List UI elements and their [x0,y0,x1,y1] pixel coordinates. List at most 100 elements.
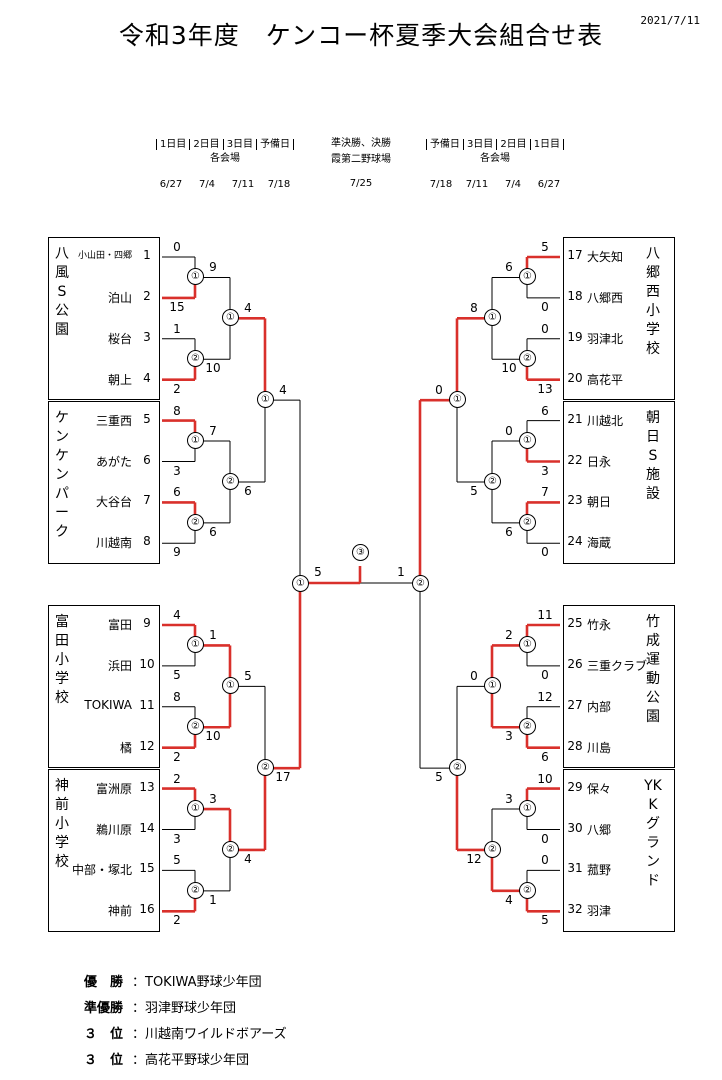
result-label: 準優勝 [84,1001,124,1016]
team-name: 川越北 [587,413,624,428]
score-label: 8 [470,301,478,316]
score-label: 0 [541,853,549,868]
seed-number: 32 [567,902,583,917]
team-name: 泊山 [107,290,132,305]
venue-name: 神前小学校 [55,777,69,870]
seed-number: 25 [567,616,583,630]
result-value: ：TOKIWA野球少年団 [132,975,262,990]
match-number-badge: ① [257,391,274,409]
final-venue-name: 霞第二野球場 [331,154,391,165]
team-name: 三重西 [95,413,132,428]
score-label: 3 [173,831,181,846]
result-value: ：川越南ワイルドボアーズ [132,1027,287,1042]
page-title: 令和3年度 ケンコー杯夏季大会組合せ表 [118,21,604,50]
date-value: 7/4 [504,179,522,190]
score-label: 0 [435,383,443,398]
score-label: 12 [537,689,553,704]
score-label: 10 [501,361,517,376]
score-label: 2 [505,628,513,643]
seed-number: 6 [143,452,151,467]
seed-number: 23 [567,493,583,508]
score-label: 5 [173,853,181,868]
score-label: 10 [537,771,553,786]
team-name: 内部 [587,699,612,714]
seed-number: 9 [143,616,151,630]
team-name: 朝日 [587,495,612,510]
venue-name: 富田小学校 [55,614,69,706]
venue-block [563,237,675,400]
result-value: ：羽津野球少年団 [132,1001,237,1016]
final-badge: ③ [352,544,369,561]
score-label: 5 [541,913,549,928]
score-label: 12 [466,851,482,866]
seed-number: 4 [143,370,151,385]
team-name: 海蔵 [587,536,612,551]
date-value: 7/18 [429,179,453,190]
score-label: 5 [541,240,549,254]
seed-number: 20 [567,370,583,385]
match-number-badge: ② [484,472,501,490]
match-number-badge: ② [222,472,239,490]
score-label: 17 [275,770,291,785]
seed-number: 17 [567,248,583,262]
match-number-badge: ① [187,268,204,286]
score-label: 0 [541,667,549,682]
match-number-badge: ① [187,432,204,450]
result-row: 準優勝 ：羽津野球少年団 [84,996,287,1022]
team-name: 桜台 [107,331,132,346]
result-row: 優 勝：TOKIWA野球少年団 [84,970,287,996]
team-name: 浜田 [107,658,132,673]
team-name: TOKIWA [84,697,132,712]
team-name: 鵜川原 [95,822,132,837]
score-label: 6 [244,483,252,498]
score-label: 0 [541,299,549,314]
date-label: 2021/7/11 [640,14,700,27]
seed-number: 22 [567,452,583,467]
match-number-badge: ② [519,718,536,736]
team-name: 高花平 [587,372,624,387]
score-label: 5 [435,770,443,785]
venue-note: 各会場 [480,153,510,164]
score-label: 3 [505,729,513,744]
team-name: 八郷 [587,822,612,837]
results-list: 優 勝：TOKIWA野球少年団 準優勝 ：羽津野球少年団 ３ 位 ：川越南ワイルドボ… [84,970,287,1074]
score-label: 6 [505,260,513,275]
date-value: 6/27 [537,179,561,190]
score-label: 1 [209,892,217,907]
score-label: 1 [397,565,405,579]
score-label: 0 [505,424,513,439]
venue-block [48,400,160,564]
result-label: ３ 位 [84,1053,124,1068]
match-number-badge: ② [187,718,204,736]
seed-number: 2 [143,288,151,303]
match-number-badge: ① [449,391,466,409]
match-number-badge: ① [519,432,536,450]
score-label: 5 [470,483,478,498]
score-label: 6 [173,485,181,500]
day-label: 3日目 [462,139,497,150]
score-label: 11 [537,608,553,622]
score-label: 3 [541,463,549,478]
score-label: 0 [541,321,549,336]
score-label: 8 [173,403,181,418]
score-label: 5 [244,669,252,684]
score-label: 13 [537,381,553,396]
final-round-label: 準決勝、決勝 [331,138,391,149]
seed-number: 12 [139,738,155,753]
score-label: 7 [209,424,217,439]
seed-number: 18 [567,288,583,303]
score-label: 9 [209,260,217,275]
seed-number: 10 [139,656,155,671]
final-venue: 準決勝、決勝 霞第二野球場 [300,136,422,168]
score-label: 2 [173,749,181,764]
venue-block [563,400,675,564]
match-number-badge: ① [187,800,204,818]
day-label: 3日目 [222,139,257,150]
team-name: 羽津 [587,904,612,919]
match-number-badge: ② [519,881,536,899]
date-value: 7/11 [231,179,255,190]
match-number-badge: ① [484,677,501,695]
seed-number: 28 [567,738,583,753]
team-name: 川島 [587,740,612,755]
